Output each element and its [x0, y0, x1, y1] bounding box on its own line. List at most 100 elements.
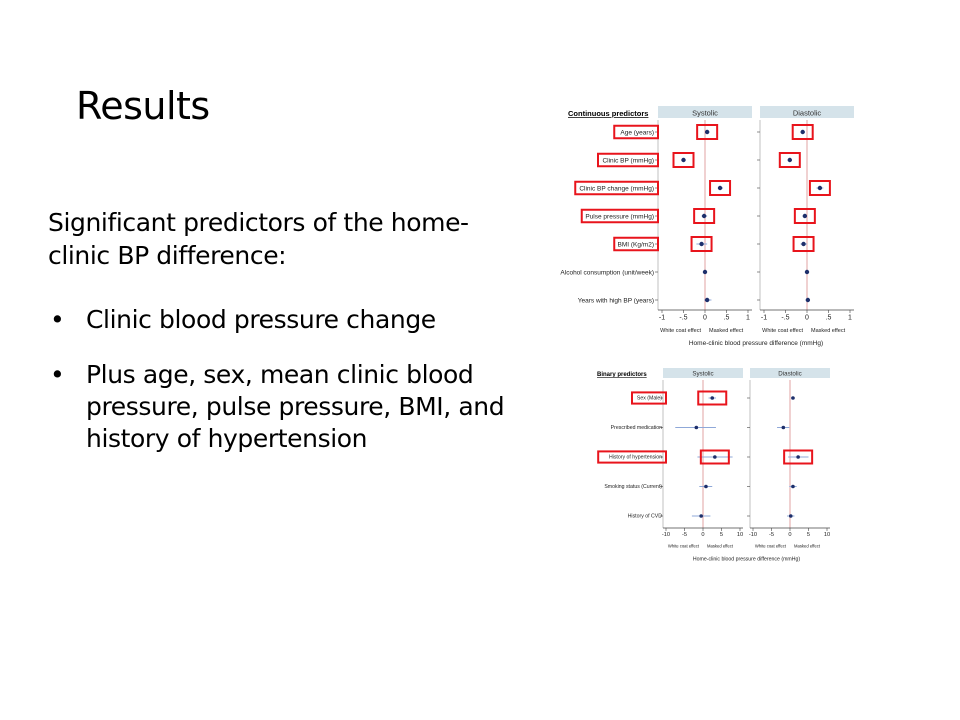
- bullet-item: • Clinic blood pressure change: [48, 304, 528, 336]
- row-label: Years with high BP (years): [578, 297, 654, 304]
- highlight-box: [793, 208, 816, 224]
- continuous-predictors-forest-plot: Continuous predictors Systolic -1 -.5 0 .5 1Wh…: [560, 106, 854, 347]
- label-highlight-box: [613, 236, 659, 252]
- point-estimate: [802, 213, 808, 219]
- x-tick-label: 0: [703, 315, 707, 322]
- label-highlight-box: [631, 391, 667, 405]
- highlight-box: [697, 390, 728, 406]
- x-tick-label: 0: [805, 315, 809, 322]
- row-label: Sex (Male): [637, 396, 662, 402]
- row-label: Clinic BP change (mmHg): [579, 185, 654, 192]
- point-estimate: [699, 514, 703, 518]
- highlight-box: [792, 236, 815, 252]
- x-tick-label: -.5: [679, 315, 687, 322]
- panel-header-bg: [760, 106, 854, 118]
- x-axis-title: Home-clinic blood pressure difference (m…: [689, 340, 823, 347]
- point-estimate: [805, 297, 811, 303]
- point-estimate: [710, 396, 715, 400]
- bullet-text: Plus age, sex, mean clinic blood pressur…: [86, 360, 505, 453]
- masked-effect-label: Masked effect: [709, 328, 744, 334]
- point-estimate: [704, 129, 710, 135]
- x-axis-title: Home-clinic blood pressure difference (m…: [693, 556, 800, 562]
- highlight-box: [699, 449, 730, 465]
- label-highlight-box: [597, 152, 659, 168]
- chart-title: Continuous predictors: [568, 109, 648, 118]
- panel-header-label: Systolic: [692, 109, 718, 118]
- point-estimate: [791, 396, 795, 400]
- x-tick-label: -.5: [781, 315, 789, 322]
- highlight-box: [690, 236, 713, 252]
- point-estimate: [796, 455, 800, 459]
- slide-title: Results: [76, 84, 210, 128]
- point-estimate: [817, 185, 823, 191]
- x-tick-label: 5: [720, 532, 723, 538]
- white-coat-effect-label: White coat effect: [660, 328, 701, 334]
- panel-header-label: Systolic: [692, 371, 713, 378]
- label-highlight-box: [574, 180, 659, 196]
- label-highlight-box: [580, 208, 659, 224]
- row-label: History of CVD: [628, 514, 663, 520]
- masked-effect-label: Masked effect: [707, 543, 734, 548]
- highlight-box: [808, 180, 831, 196]
- point-estimate: [788, 514, 793, 518]
- label-highlight-box: [613, 124, 659, 140]
- x-tick-label: -5: [769, 532, 774, 538]
- x-tick-label: 0: [701, 532, 704, 538]
- bullet-item: • Plus age, sex, mean clinic blood pressu…: [48, 359, 528, 455]
- point-estimate: [699, 241, 704, 247]
- x-tick-label: -5: [682, 532, 687, 538]
- masked-effect-label: Masked effect: [794, 543, 821, 548]
- point-estimate: [694, 425, 699, 430]
- highlight-box: [693, 208, 716, 224]
- white-coat-effect-label: White coat effect: [755, 543, 787, 548]
- x-tick-label: -1: [761, 315, 767, 322]
- x-tick-label: .5: [724, 315, 730, 322]
- white-coat-effect-label: White coat effect: [762, 328, 803, 334]
- highlight-box: [672, 152, 695, 168]
- row-label: Clinic BP (mmHg): [602, 157, 654, 164]
- bullet-list: • Clinic blood pressure change • Plus age,…: [48, 304, 528, 478]
- binary-predictors-forest-plot: Binary predictors Systolic -10 -5 0 5 10White …: [597, 368, 830, 562]
- row-label: Smoking status (Current): [604, 484, 662, 490]
- x-tick-label: -1: [659, 315, 665, 322]
- point-estimate: [800, 129, 805, 135]
- panel-header-label: Diastolic: [793, 109, 822, 118]
- point-estimate: [713, 455, 717, 459]
- x-tick-label: 5: [807, 532, 810, 538]
- point-estimate: [702, 269, 708, 275]
- highlight-box: [709, 180, 732, 196]
- point-estimate: [701, 213, 707, 219]
- panel-header-bg: [663, 368, 743, 378]
- panel-header-bg: [750, 368, 830, 378]
- highlight-box: [696, 124, 719, 140]
- point-estimate: [787, 157, 792, 163]
- x-tick-label: 0: [788, 532, 791, 538]
- label-highlight-box: [597, 450, 668, 464]
- x-tick-label: .5: [826, 315, 832, 322]
- bullet-dot: •: [50, 360, 65, 389]
- chart-title: Binary predictors: [597, 372, 647, 378]
- row-label: BMI (Kg/m2): [618, 241, 654, 248]
- x-tick-label: -10: [662, 532, 670, 538]
- x-tick-label: 10: [737, 532, 743, 538]
- row-label: Pulse pressure (mmHg): [585, 213, 654, 220]
- bullet-dot: •: [50, 305, 65, 334]
- highlight-box: [783, 449, 814, 465]
- row-label: History of hypertension: [609, 455, 662, 461]
- point-estimate: [781, 425, 786, 430]
- point-estimate: [681, 157, 686, 163]
- row-label: Prescribed medication: [611, 425, 662, 431]
- point-estimate: [704, 297, 710, 303]
- intro-text: Significant predictors of the home-clini…: [48, 208, 469, 270]
- point-estimate: [717, 185, 723, 191]
- point-estimate: [791, 484, 795, 489]
- x-tick-label: 1: [746, 315, 750, 322]
- row-label: Alcohol consumption (unit/week): [560, 269, 654, 276]
- masked-effect-label: Masked effect: [811, 328, 846, 334]
- point-estimate: [804, 269, 810, 275]
- highlight-box: [791, 124, 814, 140]
- bullet-text: Clinic blood pressure change: [86, 305, 436, 334]
- panel-header-label: Diastolic: [778, 371, 801, 378]
- highlight-box: [778, 152, 801, 168]
